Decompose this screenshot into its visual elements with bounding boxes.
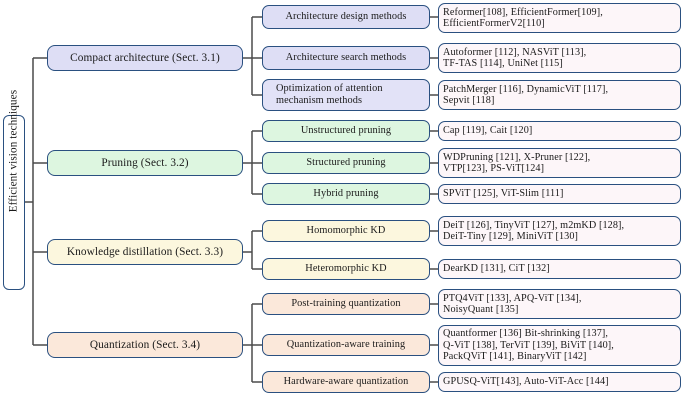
subcategory-architecture-search-methods[interactable]: Architecture search methods	[262, 46, 430, 70]
subcategory-heteromorphic-kd[interactable]: Heteromorphic KD	[262, 258, 430, 280]
subcategory-post-training-quantization[interactable]: Post-training quantization	[262, 293, 430, 315]
leaf-structured-pruning[interactable]: WDPruning [121], X-Pruner [122],VTP[123]…	[438, 148, 681, 178]
leaf-structured-pruning-label: WDPruning [121], X-Pruner [122],VTP[123]…	[443, 151, 591, 174]
leaf-quantization-aware-training-label: Quantformer [136] Bit-shrinking [137],Q-…	[443, 328, 614, 363]
subcategory-hybrid-pruning-label: Hybrid pruning	[313, 188, 379, 200]
subcategory-architecture-design-methods[interactable]: Architecture design methods	[262, 5, 430, 29]
leaf-hybrid-pruning[interactable]: SPViT [125], ViT-Slim [111]	[438, 184, 681, 204]
leaf-optimization-attention-mechanism-methods-label: PatchMerger [116], DynamicViT [117],Sepv…	[443, 83, 609, 106]
leaf-quantization-aware-training[interactable]: Quantformer [136] Bit-shrinking [137],Q-…	[438, 325, 681, 366]
root-node-label: Efficient vision techniques	[7, 90, 20, 213]
category-pruning-label: Pruning (Sect. 3.2)	[101, 156, 189, 169]
subcategory-architecture-design-methods-label: Architecture design methods	[285, 11, 407, 23]
subcategory-unstructured-pruning[interactable]: Unstructured pruning	[262, 120, 430, 142]
leaf-architecture-design-methods-label: Reformer[108], EfficientFormer[109],Effi…	[443, 6, 603, 29]
subcategory-quantization-aware-training-label: Quantization-aware training	[286, 339, 406, 351]
leaf-heteromorphic-kd[interactable]: DearKD [131], CiT [132]	[438, 259, 681, 279]
leaf-optimization-attention-mechanism-methods[interactable]: PatchMerger [116], DynamicViT [117],Sepv…	[438, 80, 681, 110]
subcategory-hardware-aware-quantization[interactable]: Hardware-aware quantization	[262, 371, 430, 393]
subcategory-heteromorphic-kd-label: Heteromorphic KD	[305, 263, 387, 275]
subcategory-homomorphic-kd-label: Homomorphic KD	[306, 225, 386, 237]
category-compact-architecture-label: Compact architecture (Sect. 3.1)	[70, 51, 220, 64]
leaf-homomorphic-kd[interactable]: DeiT [126], TinyViT [127], m2mKD [128],D…	[438, 216, 681, 246]
subcategory-quantization-aware-training[interactable]: Quantization-aware training	[262, 334, 430, 356]
subcategory-post-training-quantization-label: Post-training quantization	[291, 298, 401, 310]
leaf-hybrid-pruning-label: SPViT [125], ViT-Slim [111]	[443, 188, 564, 200]
subcategory-hardware-aware-quantization-label: Hardware-aware quantization	[283, 376, 409, 388]
category-compact-architecture[interactable]: Compact architecture (Sect. 3.1)	[47, 45, 243, 71]
leaf-hardware-aware-quantization[interactable]: GPUSQ-ViT[143], Auto-ViT-Acc [144]	[438, 372, 681, 392]
subcategory-homomorphic-kd[interactable]: Homomorphic KD	[262, 220, 430, 242]
subcategory-structured-pruning-label: Structured pruning	[306, 157, 386, 169]
leaf-unstructured-pruning-label: Cap [119], Cait [120]	[443, 125, 533, 137]
leaf-unstructured-pruning[interactable]: Cap [119], Cait [120]	[438, 121, 681, 141]
category-knowledge-distillation-label: Knowledge distillation (Sect. 3.3)	[66, 245, 224, 258]
category-quantization[interactable]: Quantization (Sect. 3.4)	[47, 332, 243, 358]
category-pruning[interactable]: Pruning (Sect. 3.2)	[47, 150, 243, 176]
subcategory-architecture-search-methods-label: Architecture search methods	[285, 52, 407, 64]
leaf-architecture-search-methods-label: Autoformer [112], NASViT [113],TF-TAS [1…	[443, 46, 587, 69]
root-node-efficient-vision-techniques[interactable]: Efficient vision techniques	[3, 90, 25, 290]
leaf-post-training-quantization-label: PTQ4ViT [133], APQ-ViT [134],NoisyQuant …	[443, 292, 582, 315]
subcategory-unstructured-pruning-label: Unstructured pruning	[300, 125, 392, 137]
leaf-architecture-search-methods[interactable]: Autoformer [112], NASViT [113],TF-TAS [1…	[438, 43, 681, 73]
leaf-hardware-aware-quantization-label: GPUSQ-ViT[143], Auto-ViT-Acc [144]	[443, 376, 609, 388]
leaf-heteromorphic-kd-label: DearKD [131], CiT [132]	[443, 263, 550, 275]
leaf-post-training-quantization[interactable]: PTQ4ViT [133], APQ-ViT [134],NoisyQuant …	[438, 289, 681, 319]
leaf-architecture-design-methods[interactable]: Reformer[108], EfficientFormer[109],Effi…	[438, 3, 681, 33]
subcategory-hybrid-pruning[interactable]: Hybrid pruning	[262, 183, 430, 205]
leaf-homomorphic-kd-label: DeiT [126], TinyViT [127], m2mKD [128],D…	[443, 219, 625, 242]
subcategory-structured-pruning[interactable]: Structured pruning	[262, 152, 430, 174]
category-knowledge-distillation[interactable]: Knowledge distillation (Sect. 3.3)	[47, 239, 243, 265]
category-quantization-label: Quantization (Sect. 3.4)	[89, 338, 201, 351]
